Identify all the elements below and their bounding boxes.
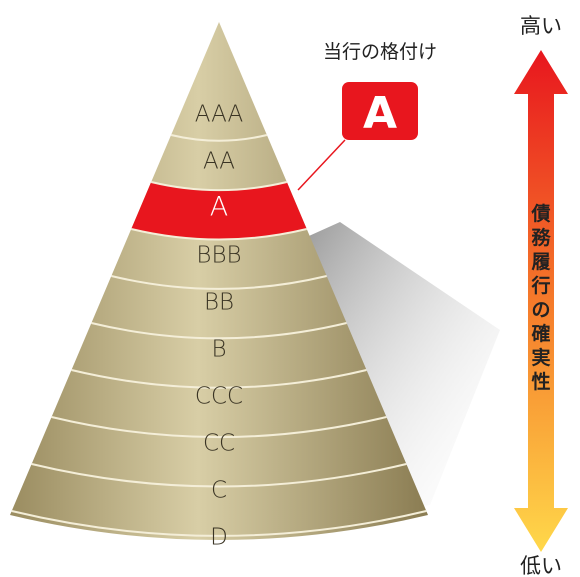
tier-separator xyxy=(31,463,407,488)
axis-title-char: 確 xyxy=(531,322,550,345)
certainty-arrow xyxy=(514,50,568,552)
axis-title-char: の xyxy=(531,299,550,321)
grade-tier-label: BBB xyxy=(196,243,241,269)
scale-high-label: 高い xyxy=(520,14,562,38)
grade-tier-label: C xyxy=(211,478,227,504)
axis-title-char: 行 xyxy=(530,274,550,297)
grade-tier-label: B xyxy=(211,337,226,363)
tier-separator xyxy=(11,510,427,537)
leader-line xyxy=(297,139,346,191)
grade-tier-highlight xyxy=(131,182,307,240)
tier-separator xyxy=(131,228,307,241)
axis-title-char: 債 xyxy=(530,202,550,225)
grade-tier-label: AAA xyxy=(195,102,243,128)
grade-tier-label: A xyxy=(210,192,228,223)
tier-separator xyxy=(51,416,387,439)
scale-low-label: 低い xyxy=(520,554,562,577)
axis-title-char: 務 xyxy=(531,226,551,249)
grade-tier-label: CC xyxy=(203,431,235,457)
grade-tier-label: D xyxy=(210,525,228,551)
tier-separator xyxy=(111,275,327,290)
tier-separator xyxy=(71,369,367,389)
current-rating-badge-label: A xyxy=(363,88,397,139)
cone-body xyxy=(10,22,428,540)
axis-title-char: 実 xyxy=(531,346,550,369)
grade-tier-label: BB xyxy=(204,290,234,316)
tier-separator xyxy=(170,134,268,142)
axis-title-char: 履 xyxy=(531,251,550,273)
grade-tier-label: CCC xyxy=(195,384,243,410)
current-rating-badge xyxy=(342,82,418,140)
tier-separator xyxy=(150,181,288,192)
tier-separator xyxy=(91,322,347,340)
current-rating-caption: 当行の格付け xyxy=(323,41,437,63)
grade-tier-label: AA xyxy=(203,149,235,175)
axis-title-char: 性 xyxy=(531,370,550,393)
